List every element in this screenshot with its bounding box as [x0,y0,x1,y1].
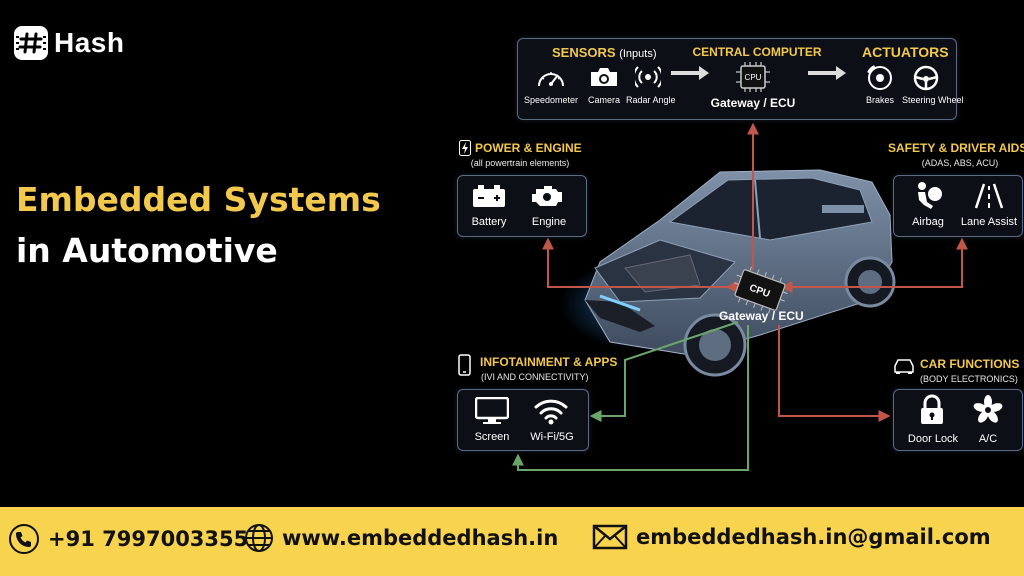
radar-icon [635,66,661,88]
green-connectors [512,321,749,471]
mail-icon [592,524,628,550]
door-lock-label: Door Lock [907,433,959,445]
car-functions-card [893,389,1023,451]
power-sub: (all powertrain elements) [470,158,570,168]
page-title: Embedded Systems in Automotive [16,178,381,280]
cpu-chip-label: CPU [745,73,762,82]
central-computer-label: Gateway / ECU [710,96,796,110]
engine-label: Engine [531,216,567,228]
power-heading: POWER & ENGINE [475,141,582,155]
sensor-camera-label: Camera [587,95,620,105]
lane-assist-label: Lane Assist [960,216,1018,228]
brakes-icon [867,65,892,90]
door-lock-icon [921,394,943,424]
hash-logo-icon [14,26,48,60]
brand-name: Hash [54,27,125,58]
power-bolt-icon [459,140,471,156]
phone-number: +91 7997003355 [48,527,249,551]
title-line-2: in Automotive [16,231,278,270]
red-connectors [542,122,968,422]
connections-diagram: CPU [512,122,968,471]
airbag-label: Airbag [912,216,944,228]
infotainment-card [457,389,589,451]
brand-logo: Hash [14,26,124,60]
contact-footer: +91 7997003355 www.embeddedhash.in embed… [0,507,1024,576]
sensor-speedometer-label: Speedometer [523,95,579,105]
lane-assist-icon [974,183,1004,209]
battery-icon [473,185,505,207]
wifi-label: Wi-Fi/5G [530,431,574,443]
car-functions-heading: CAR FUNCTIONS [920,357,1020,371]
arrow-right-icon-2 [808,66,846,80]
smartphone-icon [458,354,471,376]
sensors-heading: SENSORS (Inputs) [552,45,657,60]
car-functions-sub: (BODY ELECTRONICS) [920,374,1018,384]
infotainment-heading: INFOTAINMENT & APPS [480,355,618,369]
title-line-1: Embedded Systems [16,180,381,219]
safety-sub: (ADAS, ABS, ACU) [921,158,999,168]
car-illustration [560,169,896,377]
sensor-radar-label: Radar Angle [626,95,676,105]
actuator-steering-label: Steering Wheel [902,95,964,105]
ac-fan-icon [973,395,1003,423]
ac-label: A/C [978,433,998,445]
steering-wheel-icon [913,65,939,91]
actuator-brakes-label: Brakes [865,95,894,105]
engine-icon [532,186,562,206]
camera-icon [591,68,617,86]
safety-heading: SAFETY & DRIVER AIDS [888,141,1024,155]
email-address: embeddedhash.in@gmail.com [636,525,991,549]
website-link[interactable]: www.embeddedhash.in [244,523,558,553]
screen-label: Screen [474,431,510,443]
phone-contact[interactable]: +91 7997003355 [8,523,248,555]
car-icon [894,359,914,374]
battery-label: Battery [471,216,507,228]
phone-icon [9,524,39,554]
website-url: www.embeddedhash.in [282,526,559,550]
actuators-heading: ACTUATORS [862,44,949,60]
cpu-icon: CPU [736,62,770,92]
central-computer-heading: CENTRAL COMPUTER [692,45,822,59]
arrow-right-icon [671,66,709,80]
airbag-icon [918,182,942,209]
speedometer-icon [538,72,564,87]
wifi-icon [534,399,568,425]
screen-icon [475,397,509,424]
globe-icon [245,524,273,552]
email-link[interactable]: embeddedhash.in@gmail.com [592,523,991,551]
center-cpu-chip: CPU [733,266,788,314]
infotainment-sub: (IVI AND CONNECTIVITY) [481,372,589,382]
center-ecu-label: Gateway / ECU [719,309,804,323]
